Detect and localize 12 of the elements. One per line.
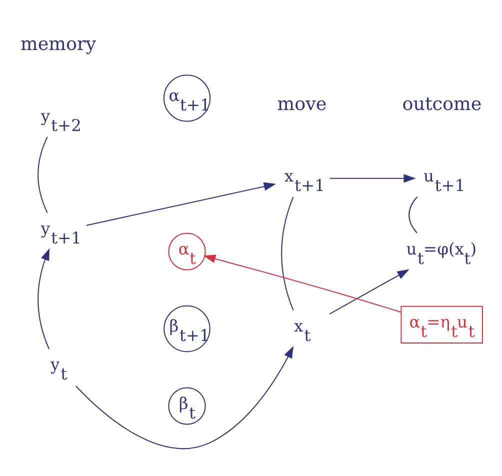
arrow [203,254,401,313]
connector [408,196,418,234]
connector [38,136,48,213]
arrow [329,269,410,314]
arrow [86,182,276,226]
label: outcome [402,94,482,115]
label: memory [20,34,96,55]
arrow [330,174,416,183]
connector [281,196,294,310]
arrow [75,346,294,450]
label: move [277,94,327,115]
arrow [38,248,50,350]
